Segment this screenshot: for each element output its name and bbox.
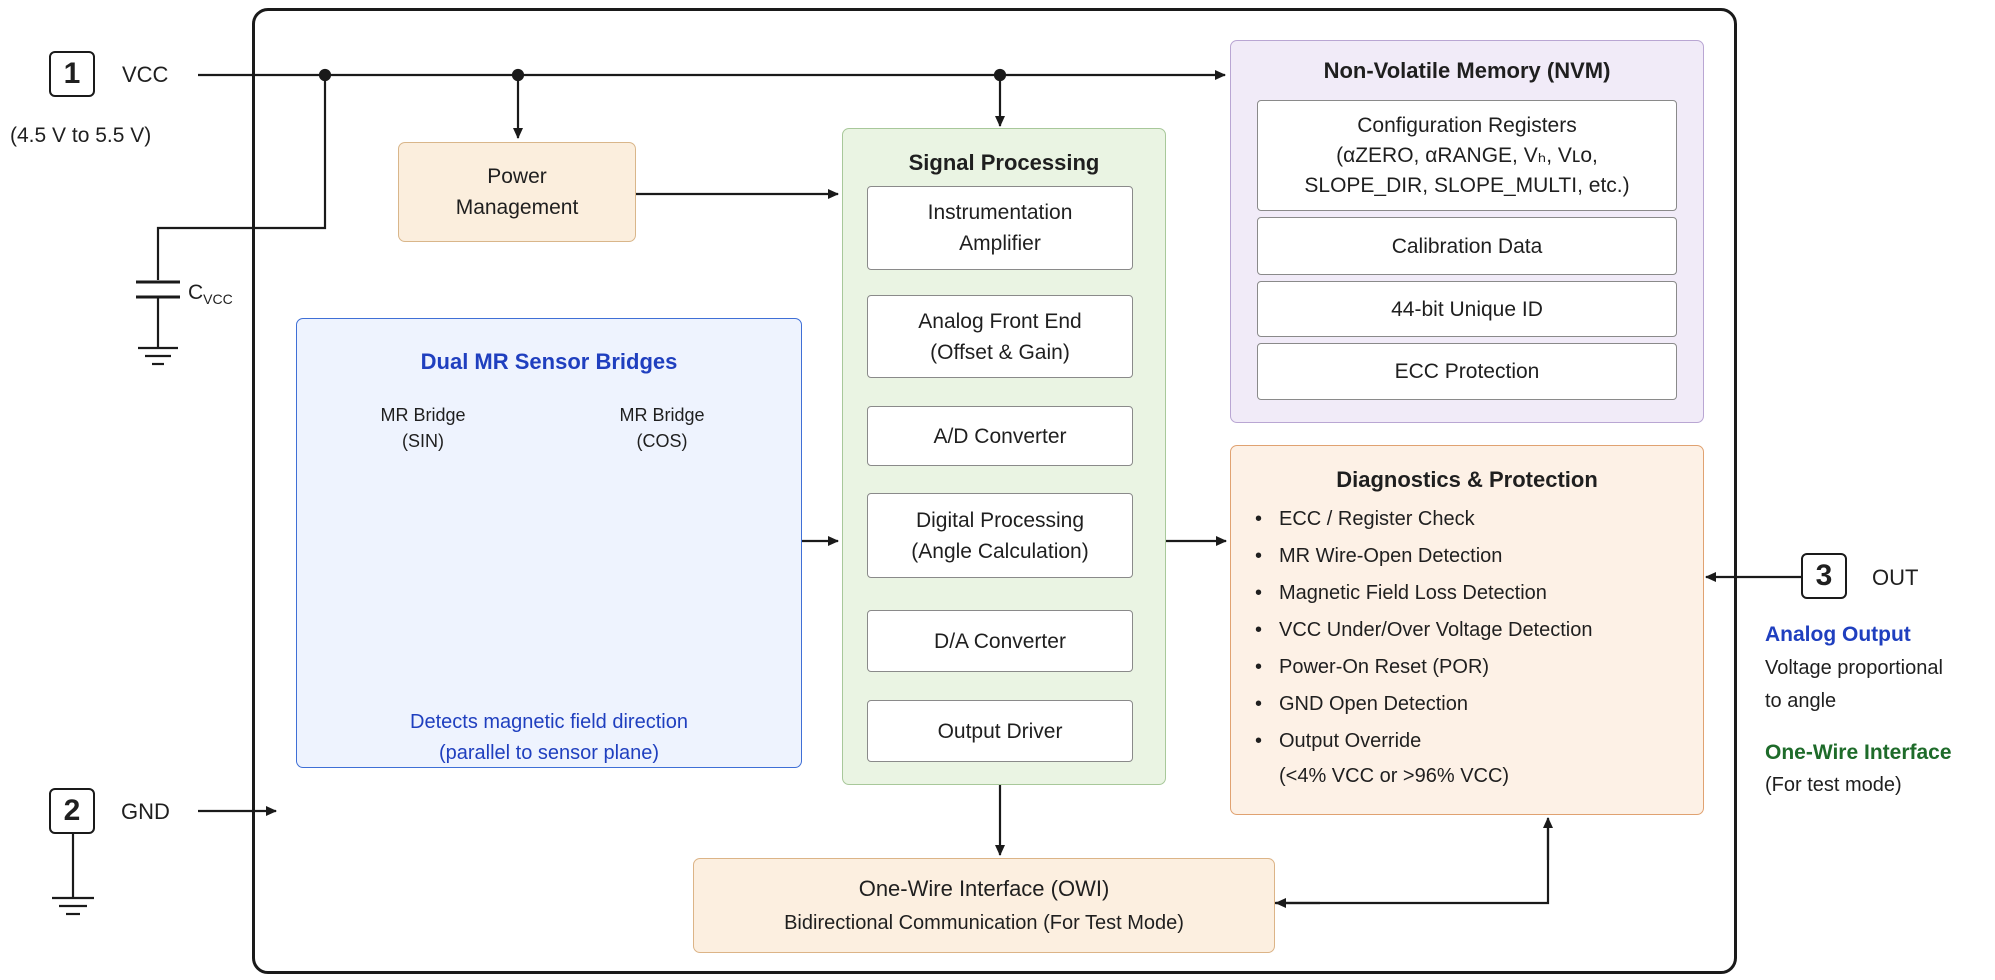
chip-outline bbox=[252, 8, 1737, 974]
ad-converter-block: A/D Converter bbox=[867, 406, 1133, 466]
block-line: D/A Converter bbox=[934, 629, 1066, 653]
nvm-title: Non-Volatile Memory (NVM) bbox=[1323, 58, 1611, 83]
diagnostics-section: Diagnostics & Protection ECC / Register … bbox=[1230, 445, 1704, 815]
cap-wire bbox=[156, 75, 327, 280]
da-converter-block: D/A Converter bbox=[867, 610, 1133, 672]
owi-block: One-Wire Interface (OWI) Bidirectional C… bbox=[693, 858, 1275, 953]
unique-id-block: 44-bit Unique ID bbox=[1257, 281, 1677, 337]
diagnostics-list: ECC / Register Check MR Wire-Open Detect… bbox=[1255, 501, 1593, 760]
block-line: Instrumentation bbox=[927, 201, 1073, 224]
override-note: (<4% VCC or >96% VCC) bbox=[1279, 765, 1510, 787]
owi-output-desc: (For test mode) bbox=[1765, 774, 1902, 796]
mr-sensor-section: Dual MR Sensor Bridges bbox=[296, 318, 802, 768]
diagnostics-title: Diagnostics & Protection bbox=[1336, 467, 1598, 492]
owi-output-title: One-Wire Interface bbox=[1765, 741, 1952, 764]
diagnostics-item: VCC Under/Over Voltage Detection bbox=[1255, 612, 1593, 649]
bridge-sin-line: (SIN) bbox=[402, 431, 444, 451]
analog-output-desc-2: to angle bbox=[1765, 690, 1837, 712]
capacitor-subscript: VCC bbox=[203, 291, 233, 308]
ecc-protection-block: ECC Protection bbox=[1257, 343, 1677, 400]
configuration-registers-block: Configuration Registers (αZERO, αRANGE, … bbox=[1257, 100, 1677, 211]
diagnostics-item: Power-On Reset (POR) bbox=[1255, 649, 1593, 686]
pin-2-number: 2 bbox=[63, 794, 81, 827]
block-line: Amplifier bbox=[959, 232, 1041, 255]
config-line: SLOPE_DIR, SLOPE_MULTI, etc.) bbox=[1304, 173, 1630, 197]
pin-2-label: GND bbox=[121, 799, 170, 824]
calibration-data-block: Calibration Data bbox=[1257, 217, 1677, 275]
power-management-block: Power Management bbox=[398, 142, 636, 242]
output-driver-block: Output Driver bbox=[867, 700, 1133, 762]
nvm-item-label: Calibration Data bbox=[1391, 234, 1543, 258]
vcc-range-note: (4.5 V to 5.5 V) bbox=[10, 124, 152, 147]
sensor-caption: Detects magnetic field direction (parall… bbox=[296, 707, 802, 769]
config-line: Configuration Registers bbox=[1357, 113, 1577, 137]
diagnostics-item: MR Wire-Open Detection bbox=[1255, 538, 1593, 575]
nvm-item-label: ECC Protection bbox=[1394, 360, 1540, 383]
diagnostics-item: ECC / Register Check bbox=[1255, 501, 1593, 538]
block-line: (Angle Calculation) bbox=[911, 539, 1089, 563]
capacitor-label: CVCC bbox=[188, 280, 233, 312]
power-management-line-1: Power bbox=[487, 165, 547, 188]
bridge-cos-label: MR Bridge (COS) bbox=[592, 402, 732, 454]
pin-1-box: 1 bbox=[49, 51, 95, 97]
sensor-caption-line: (parallel to sensor plane) bbox=[438, 742, 660, 764]
pin-3-label: OUT bbox=[1872, 565, 1919, 590]
block-line: Output Driver bbox=[937, 719, 1063, 743]
pin-1-label: VCC bbox=[122, 62, 169, 87]
pin-1-number: 1 bbox=[63, 57, 81, 90]
block-line: A/D Converter bbox=[933, 424, 1067, 448]
bridge-sin-line: MR Bridge bbox=[380, 405, 466, 425]
block-line: Digital Processing bbox=[915, 508, 1085, 532]
pin-3-box: 3 bbox=[1801, 553, 1847, 599]
bridge-sin-label: MR Bridge (SIN) bbox=[353, 402, 493, 454]
diagnostics-item: Magnetic Field Loss Detection bbox=[1255, 575, 1593, 612]
analog-output-title: Analog Output bbox=[1765, 623, 1911, 646]
sensor-title: Dual MR Sensor Bridges bbox=[420, 349, 678, 374]
nvm-item-label: 44-bit Unique ID bbox=[1391, 297, 1543, 321]
config-line: (αZERO, αRANGE, Vₕ, Vʟᴏ, bbox=[1336, 143, 1598, 167]
owi-diag-wire bbox=[1275, 822, 1550, 905]
pin-2-box: 2 bbox=[49, 788, 95, 834]
instrumentation-amplifier-block: Instrumentation Amplifier bbox=[867, 186, 1133, 270]
digital-processing-block: Digital Processing (Angle Calculation) bbox=[867, 493, 1133, 578]
analog-output-desc-1: Voltage proportional bbox=[1765, 657, 1943, 679]
bridge-cos-line: MR Bridge bbox=[619, 405, 705, 425]
block-line: Analog Front End bbox=[918, 309, 1082, 333]
analog-front-end-block: Analog Front End (Offset & Gain) bbox=[867, 295, 1133, 378]
pin-3-number: 3 bbox=[1815, 559, 1833, 592]
signal-processing-title: Signal Processing bbox=[908, 150, 1100, 175]
sensor-caption-line: Detects magnetic field direction bbox=[410, 711, 688, 733]
owi-title: One-Wire Interface (OWI) bbox=[858, 875, 1110, 901]
power-management-line-2: Management bbox=[455, 196, 579, 219]
diagnostics-item: GND Open Detection bbox=[1255, 686, 1593, 723]
block-line: (Offset & Gain) bbox=[930, 340, 1070, 364]
diagnostics-item: Output Override bbox=[1255, 723, 1593, 760]
capacitor-letter: C bbox=[188, 281, 204, 304]
owi-subtitle: Bidirectional Communication (For Test Mo… bbox=[784, 911, 1184, 934]
bridge-cos-line: (COS) bbox=[636, 431, 688, 451]
